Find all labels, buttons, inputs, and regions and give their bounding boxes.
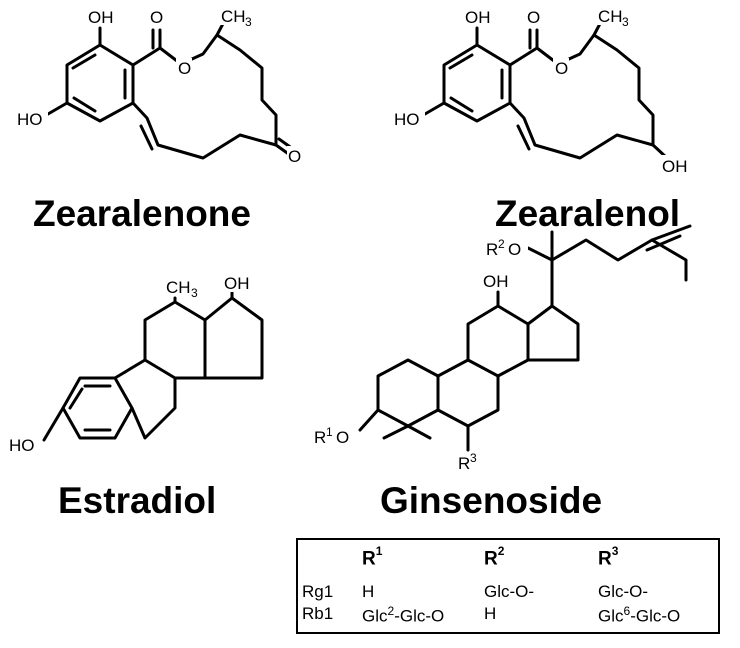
ginsenoside-structure bbox=[358, 224, 692, 452]
estradiol-oh-label: OH bbox=[224, 274, 250, 293]
rb1-r3: Glc6-Glc-O bbox=[598, 604, 681, 626]
zearalenone-ester-o: O bbox=[178, 59, 191, 78]
ginsenoside-r1-o: O bbox=[336, 428, 349, 447]
zearalenone-ch-label: CH bbox=[221, 7, 246, 26]
column-header-r1: R1 bbox=[362, 544, 383, 570]
ginsenoside-r2-sup: 2 bbox=[498, 237, 505, 251]
rg1-r2: Glc-O- bbox=[484, 582, 535, 601]
rg1-r1: H bbox=[362, 582, 375, 601]
rb1-r2: H bbox=[484, 604, 497, 623]
ginsenoside-r2-label: R bbox=[486, 240, 498, 259]
zearalenone-oh-label: OH bbox=[88, 8, 114, 27]
zearalenol-name: Zearalenol bbox=[495, 193, 680, 234]
estradiol-name: Estradiol bbox=[58, 480, 216, 521]
zearalenol-ho-label: HO bbox=[394, 110, 420, 129]
zearalenol-structure bbox=[423, 16, 669, 160]
zearalenone-structure bbox=[46, 16, 295, 160]
estradiol-ch-label: CH bbox=[166, 278, 191, 297]
zearalenol-ch-label: CH bbox=[598, 7, 623, 26]
ginsenoside-name: Ginsenoside bbox=[380, 480, 602, 521]
zearalenone-ho-label: HO bbox=[17, 110, 43, 129]
substituent-table: R1 R2 R3 Rg1 H Glc-O- Glc-O- Rb1 Glc2-Gl… bbox=[296, 538, 720, 634]
zearalenone-name: Zearalenone bbox=[33, 193, 251, 234]
row-id-rb1: Rb1 bbox=[302, 604, 334, 623]
zearalenol-ch-sub: 3 bbox=[622, 15, 629, 29]
estradiol-ch-sub: 3 bbox=[191, 286, 198, 300]
column-header-r2: R2 bbox=[484, 544, 505, 570]
ginsenoside-oh-label: OH bbox=[483, 272, 509, 291]
zearalenol-oh-label-2: OH bbox=[662, 157, 688, 176]
column-header-r3: R3 bbox=[598, 544, 619, 570]
ginsenoside-r3-sup: 3 bbox=[470, 451, 477, 465]
zearalenone-ketone-o: O bbox=[288, 147, 301, 166]
ginsenoside-r1-sup: 1 bbox=[326, 425, 333, 439]
ginsenoside-r3-label: R bbox=[458, 454, 470, 473]
estradiol-ho-label: HO bbox=[9, 436, 35, 455]
zearalenone-carbonyl-o: O bbox=[150, 8, 163, 27]
ginsenoside-r1-label: R bbox=[314, 428, 326, 447]
row-id-rg1: Rg1 bbox=[302, 582, 334, 601]
estradiol-structure bbox=[42, 290, 264, 442]
zearalenol-carbonyl-o: O bbox=[527, 8, 540, 27]
zearalenol-ester-o: O bbox=[555, 59, 568, 78]
zearalenone-ch-sub: 3 bbox=[245, 15, 252, 29]
ginsenoside-r2-o: O bbox=[508, 240, 521, 259]
rb1-r1: Glc2-Glc-O bbox=[362, 604, 445, 626]
zearalenol-oh-label: OH bbox=[465, 8, 491, 27]
rg1-r3: Glc-O- bbox=[598, 582, 649, 601]
